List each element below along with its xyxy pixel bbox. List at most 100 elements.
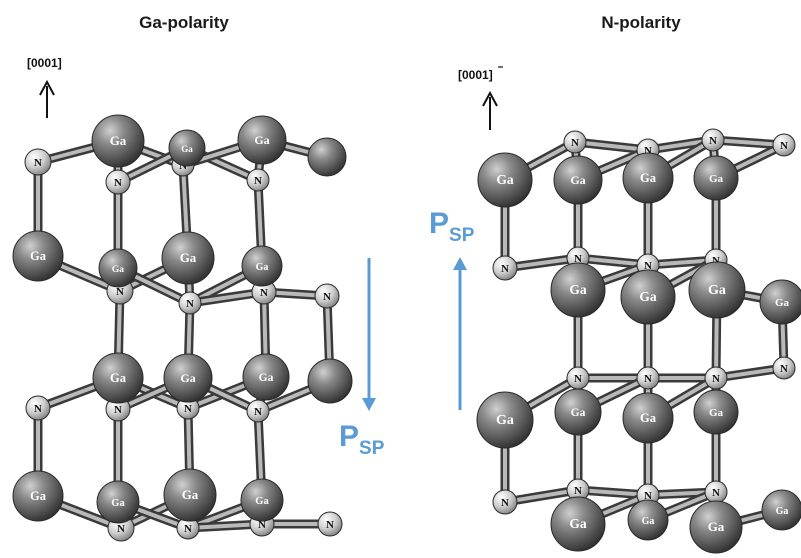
svg-text:Ga: Ga [180,250,197,265]
n-direction-label: [0001] [458,68,493,82]
gallium-atom: Ga [693,389,739,435]
gallium-atom: Ga [12,230,64,282]
svg-text:N: N [712,255,720,267]
svg-text:Ga: Ga [254,133,269,147]
gallium-atom: Ga [92,352,144,404]
svg-text:Ga: Ga [640,171,657,185]
svg-text:N: N [574,373,582,385]
nitrogen-atom: N [636,366,660,390]
svg-text:N: N [644,490,652,502]
gallium-atom: Ga [550,262,606,318]
ga-direction-label: [0001] [27,56,62,70]
svg-text:Ga: Ga [639,289,657,304]
nitrogen-atom: N [492,255,518,281]
gallium-atom: Ga [240,478,284,522]
gallium-atom: Ga [689,500,743,554]
svg-text:Ga: Ga [181,144,193,154]
svg-text:N: N [184,523,192,535]
svg-text:N: N [501,497,509,509]
gallium-atom: Ga [163,353,213,403]
gallium-atom: Ga [241,245,283,287]
n-direction-arrow [482,90,498,130]
gallium-atom: Ga [98,248,138,288]
n-bond [570,137,653,155]
svg-text:Ga: Ga [569,516,587,531]
svg-text:Ga: Ga [30,249,47,263]
gallium-atom: Ga [12,470,64,522]
gallium-atom: Ga [554,388,602,436]
svg-text:N: N [780,363,788,375]
svg-text:N: N [254,175,262,187]
ga-polarity-title: Ga-polarity [139,13,229,32]
svg-text:Ga: Ga [180,371,195,385]
svg-text:N: N [114,177,122,189]
ga-lattice-atoms: NNNNNNNNNNNNNNNNGaGaGaGaGaGaGaGaGaGaGaGa… [12,114,353,542]
svg-text:N: N [260,287,268,299]
gallium-atom: Ga [550,496,606,552]
gallium-atom: Ga [91,114,145,168]
svg-text:Ga: Ga [256,262,269,273]
svg-text:Ga: Ga [110,371,127,385]
nitrogen-atom: N [314,283,340,309]
svg-text:Ga: Ga [182,487,199,502]
svg-text:N: N [116,286,124,298]
svg-text:N: N [709,135,717,147]
svg-text:Ga: Ga [496,413,514,428]
ga-polarization-label: PSP [339,420,385,459]
svg-text:N: N [34,157,42,169]
svg-text:Ga: Ga [571,407,586,419]
ga-polarization-arrow [362,258,376,411]
svg-text:Ga: Ga [496,172,514,187]
gallium-atom: Ga [622,392,674,444]
svg-text:Ga: Ga [709,407,724,419]
nitrogen-atom: N [246,399,270,423]
nitrogen-atom: N [178,291,202,315]
nitrogen-atom: N [246,168,270,192]
nitrogen-atom: N [566,366,590,390]
gallium-atom: Ga [688,261,746,319]
svg-text:Ga: Ga [259,372,274,384]
gallium-atom: Ga [477,152,533,208]
nitrogen-atom: N [317,511,343,537]
svg-text:Ga: Ga [569,282,587,297]
gallium-atom [307,358,353,404]
gallium-atom: Ga [553,155,603,205]
nitrogen-atom: N [772,356,796,380]
svg-text:Ga: Ga [642,516,655,527]
n-bond [708,135,789,150]
svg-text:Ga: Ga [709,173,724,185]
gallium-atom: Ga [242,353,290,401]
svg-text:N: N [712,487,720,499]
svg-text:N: N [114,404,122,416]
svg-text:Ga: Ga [255,496,269,507]
svg-text:Ga: Ga [640,411,657,425]
svg-text:N: N [574,485,582,497]
svg-text:Ga: Ga [110,133,127,148]
gallium-atom: Ga [168,129,206,167]
svg-text:N: N [571,137,579,149]
svg-text:Ga: Ga [570,173,585,187]
svg-text:N: N [254,406,262,418]
n-polarization-label: PSP [429,207,475,246]
svg-text:Ga: Ga [112,265,124,275]
gallium-atom [307,137,347,177]
gallium-atom: Ga [693,155,739,201]
svg-text:N: N [258,519,266,531]
gallium-atom: Ga [237,115,287,165]
svg-text:N: N [326,519,334,531]
svg-text:N: N [184,403,192,415]
n-polarity-title: N-polarity [601,13,681,32]
n-bond [573,253,653,270]
svg-text:Ga: Ga [30,489,47,503]
svg-text:N: N [117,523,125,535]
svg-text:N: N [323,291,331,303]
nitrogen-atom: N [701,128,725,152]
svg-text:N: N [34,403,42,415]
nitrogen-atom: N [704,480,728,504]
gallium-atom: Ga [163,468,217,522]
gallium-atom: Ga [96,480,140,524]
gallium-atom: Ga [476,391,534,449]
gallium-atom: Ga [761,489,801,531]
